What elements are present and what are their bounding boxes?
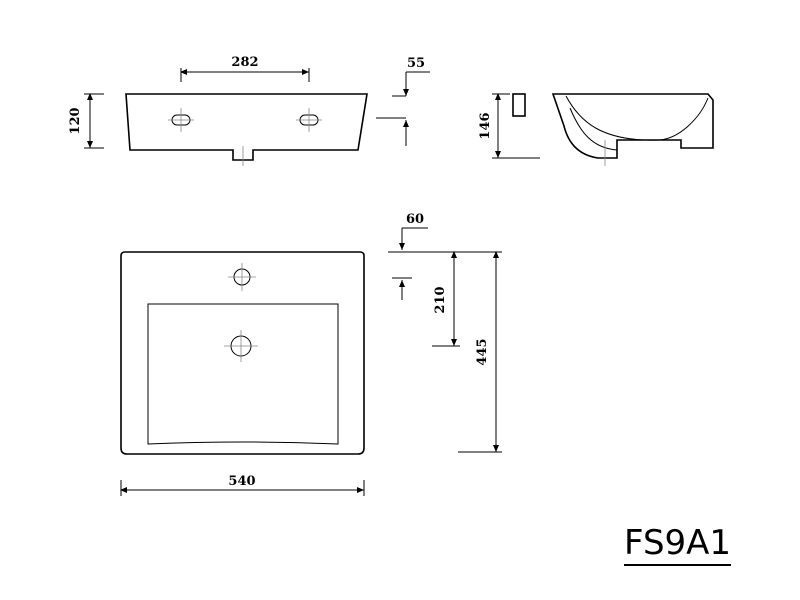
plan-view xyxy=(120,251,365,455)
dimension-label-282: 282 xyxy=(231,55,258,70)
dimension-label-210: 210 xyxy=(433,286,448,313)
dimension-faucet-to-drain: 210 xyxy=(412,251,460,347)
front-elevation-view xyxy=(125,93,368,166)
dimension-top-offset: 60 xyxy=(388,212,428,300)
side-elevation-view xyxy=(512,93,714,166)
dimension-label-146: 146 xyxy=(478,112,493,139)
dimension-front-height: 120 xyxy=(68,93,104,149)
dimension-side-height: 146 xyxy=(478,93,540,159)
dimension-label-445: 445 xyxy=(475,338,490,365)
dimension-overall-depth: 445 xyxy=(458,251,502,453)
dimension-label-55: 55 xyxy=(407,56,425,71)
model-code: FS9A1 xyxy=(624,524,732,566)
dimension-overall-width: 540 xyxy=(120,474,365,496)
dimension-label-60: 60 xyxy=(406,212,424,227)
dimension-label-120: 120 xyxy=(68,107,83,134)
dimension-side-offset: 55 xyxy=(376,56,430,146)
dimension-hole-spacing: 282 xyxy=(180,55,310,82)
dimension-label-540: 540 xyxy=(228,474,255,489)
